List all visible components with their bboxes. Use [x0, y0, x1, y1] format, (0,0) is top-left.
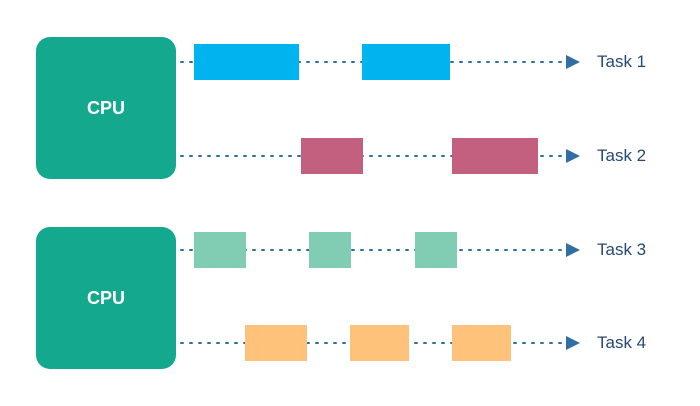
arrowhead-icon	[566, 55, 580, 69]
task1-slot	[362, 44, 450, 80]
task4-slot	[245, 325, 307, 361]
task3-slot	[415, 232, 457, 268]
task2-slot	[452, 138, 538, 174]
task-label-2: Task 2	[597, 146, 647, 165]
arrowhead-icon	[566, 243, 580, 257]
cpu-label: CPU	[86, 287, 125, 308]
task-label-3: Task 3	[597, 240, 647, 259]
task3-slot	[194, 232, 246, 268]
task4-slot	[452, 325, 511, 361]
task4-slot	[350, 325, 409, 361]
arrowhead-icon	[566, 336, 580, 350]
cpu-block-2: CPU	[36, 227, 176, 369]
arrowhead-icon	[566, 149, 580, 163]
cpu-label: CPU	[86, 97, 125, 118]
task1-slot	[194, 44, 299, 80]
cpu-block-1: CPU	[36, 37, 176, 179]
task-label-1: Task 1	[597, 52, 647, 71]
task-label-4: Task 4	[597, 333, 647, 352]
task3-slot	[309, 232, 351, 268]
task2-slot	[301, 138, 363, 174]
